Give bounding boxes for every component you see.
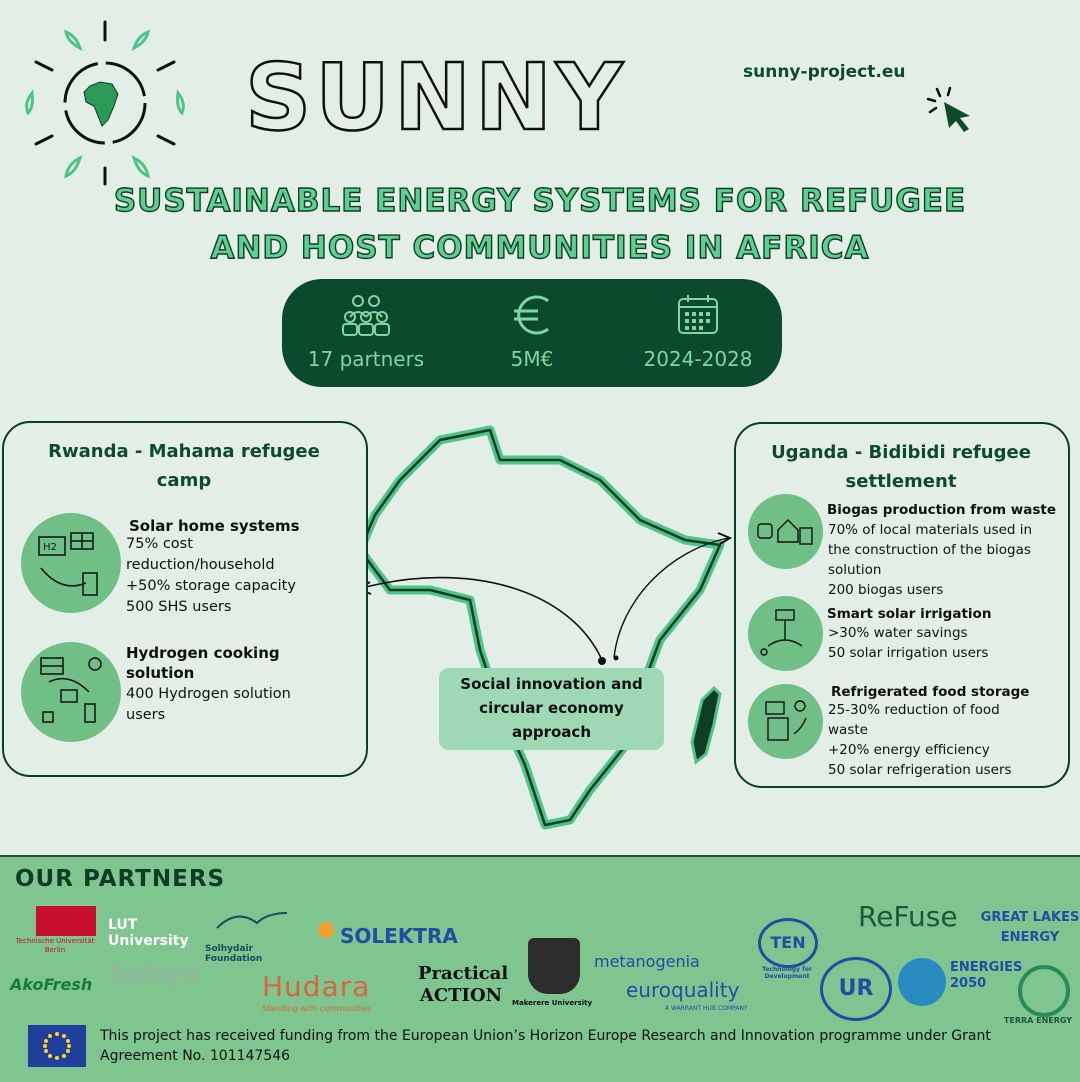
refrigeration-icon: [748, 684, 823, 759]
biogas-icon: [748, 494, 823, 569]
terra-energy-ring: [1018, 965, 1070, 1017]
tu-berlin-text: Technische Universität Berlin: [15, 937, 95, 954]
stat-partners: 17 partners: [286, 279, 446, 387]
metanogenia-logo: metanogenia: [594, 952, 700, 971]
ten-logo: TEN: [758, 918, 818, 968]
rwanda-item-2-text: 400 Hydrogen solution users: [126, 686, 291, 723]
lut-logo: LUT University: [108, 917, 189, 949]
hudara-tagline: Standing with communities: [262, 1004, 372, 1013]
uganda-item-1-title: Biogas production from waste: [827, 502, 1057, 518]
cursor-click-icon: [926, 86, 970, 132]
stat-partners-label: 17 partners: [307, 347, 425, 371]
akofresh-logo: AkoFresh: [10, 975, 93, 994]
hudara-logo: Hudara: [262, 970, 371, 1003]
eu-flag-icon: [28, 1025, 86, 1067]
social-innovation-label: Social innovation and circular economy a…: [460, 675, 643, 741]
solar-irrigation-icon: [748, 596, 823, 671]
uganda-panel: Uganda - Bidibidi refugee settlement Bio…: [734, 422, 1070, 788]
funding-statement: This project has received funding from t…: [100, 1028, 991, 1064]
stats-bar: 17 partners 5M€ 2024-2028: [282, 279, 782, 387]
people-icon: [342, 295, 390, 336]
uganda-item-3-title: Refrigerated food storage: [831, 684, 1030, 700]
university-rwanda-logo: UR: [820, 957, 892, 1021]
makerere-crest: [528, 938, 580, 994]
svg-text:H2: H2: [43, 542, 57, 553]
rwanda-item-1-title: Solar home systems: [129, 517, 300, 535]
tagline-line-2: AND HOST COMMUNITIES IN AFRICA: [210, 229, 870, 266]
refuse-logo: ReFuse: [858, 900, 958, 933]
practical-action-logo: Practical ACTION: [418, 963, 509, 1006]
ten-tagline: Technology for Development: [762, 966, 812, 980]
africa-map: [355, 425, 733, 830]
tu-berlin-logo: [36, 906, 96, 936]
sunny-logo-mark: [25, 20, 185, 186]
uganda-item-2-title: Smart solar irrigation: [827, 606, 992, 622]
rwanda-item-2-title: Hydrogen cooking solution: [126, 644, 280, 682]
partners-title: OUR PARTNERS: [15, 866, 226, 892]
energies-2050-globe: [898, 958, 946, 1006]
brand-title: SUNNY: [244, 44, 627, 151]
stat-period: 2024-2028: [618, 279, 778, 387]
great-lakes-energy-logo: GREAT LAKES ENERGY: [980, 910, 1080, 945]
terra-energy-logo: TERRA ENERGY: [1003, 1016, 1073, 1025]
stat-period-label: 2024-2028: [643, 347, 753, 371]
uganda-item-3-text: 25-30% reduction of food waste +20% ener…: [828, 702, 1012, 778]
rwanda-item-1-text: 75% cost reduction/household +50% storag…: [126, 536, 296, 615]
uganda-title: Uganda - Bidibidi refugee settlement: [771, 442, 1031, 492]
solektra-sun-icon: [318, 922, 334, 938]
uganda-item-2-text: >30% water savings 50 solar irrigation u…: [828, 625, 989, 661]
rwanda-title: Rwanda - Mahama refugee camp: [48, 441, 320, 491]
euroquality-logo: euroquality: [626, 978, 740, 1002]
hydrogen-cooking-icon: [21, 642, 121, 742]
tagline-line-1: SUSTAINABLE ENERGY SYSTEMS FOR REFUGEE: [113, 182, 967, 219]
euroquality-tagline: A WARRANT HUB COMPANY: [665, 1005, 748, 1012]
solar-home-icon: H2: [21, 513, 121, 613]
rwanda-panel: Rwanda - Mahama refugee camp H2 Solar ho…: [2, 421, 368, 777]
calendar-icon: [678, 295, 718, 334]
solhydair-logo-mark: [216, 912, 288, 929]
website-link[interactable]: sunny-project.eu: [743, 62, 906, 82]
makerere-logo: Makerere University: [512, 999, 593, 1007]
stat-budget: 5M€: [452, 279, 612, 387]
solhyd-logo: Solhyd: [110, 960, 199, 990]
social-innovation-box: Social innovation and circular economy a…: [439, 668, 664, 750]
energies-2050-logo: ENERGIES 2050: [950, 960, 1023, 991]
stat-budget-label: 5M€: [510, 347, 554, 371]
uganda-item-1-text: 70% of local materials used in the const…: [828, 522, 1033, 598]
solektra-logo: SOLEKTRA: [340, 924, 458, 948]
solhydair-logo: Solhydair Foundation: [205, 944, 263, 964]
euro-icon: [514, 295, 549, 335]
